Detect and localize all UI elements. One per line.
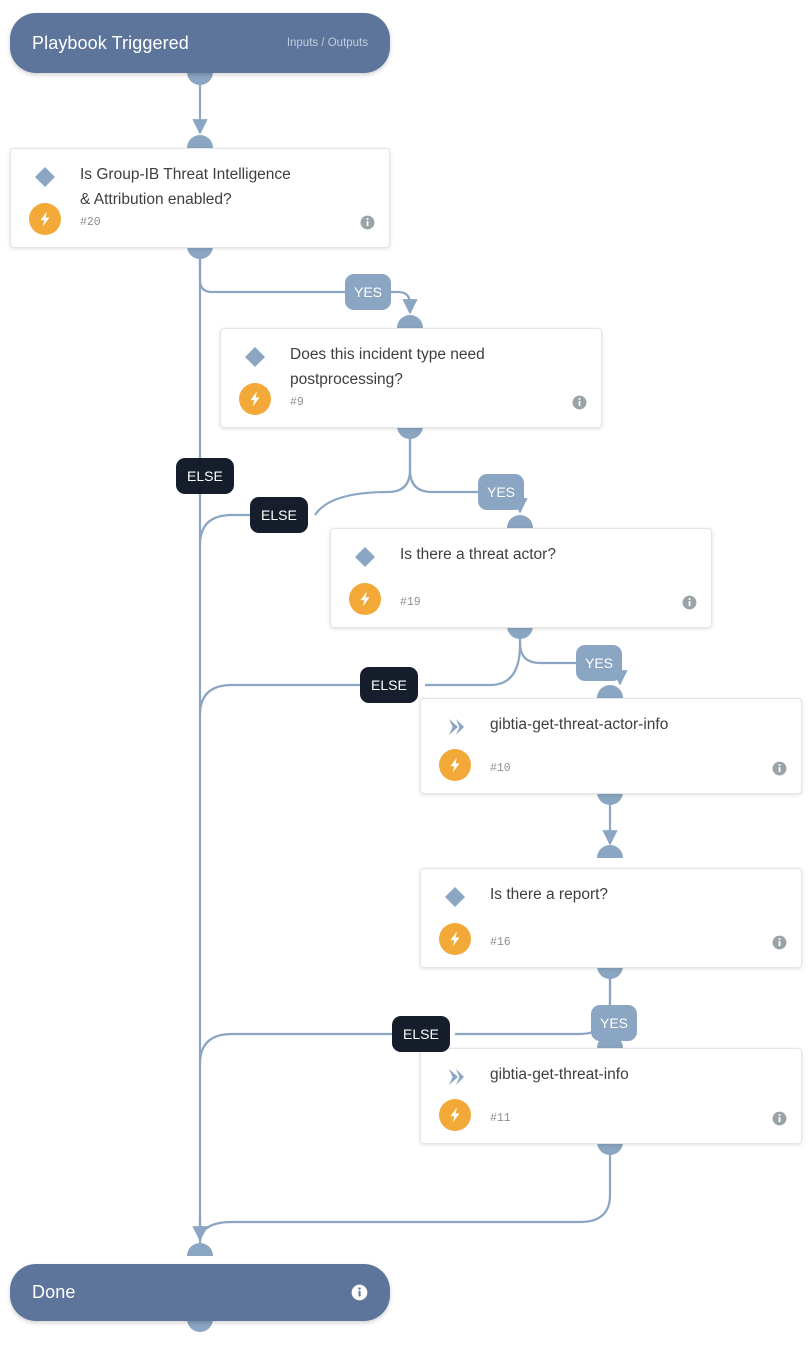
- edge-n16-else-a: [455, 968, 612, 1036]
- port-in-n20[interactable]: [187, 135, 213, 148]
- node-title-line1: Does this incident type need: [290, 346, 485, 363]
- port-in-n10[interactable]: [597, 685, 623, 698]
- info-icon[interactable]: [572, 395, 587, 410]
- diamond-icon: [245, 347, 265, 367]
- branch-label-text: YES: [487, 484, 516, 500]
- node-title: gibtia-get-threat-info: [490, 1062, 767, 1087]
- diamond-icon: [35, 167, 55, 187]
- diamond-icon: [445, 887, 465, 907]
- chevron-right-icon: [449, 1069, 464, 1085]
- lightning-bolt-icon: [29, 203, 61, 235]
- branch-label-yes-n9[interactable]: YES: [478, 474, 525, 510]
- lightning-bolt-icon: [349, 583, 381, 615]
- edge-n9-yes-a: [408, 436, 478, 494]
- node-title-line1: Is there a report?: [490, 886, 609, 903]
- branch-label-text: YES: [585, 655, 614, 671]
- node-title: gibtia-get-threat-actor-info: [490, 712, 767, 737]
- branch-label-else-n16[interactable]: ELSE: [392, 1016, 450, 1052]
- node-title: Is Group-IB Threat Intelligence & Attrib…: [80, 162, 355, 212]
- branch-label-text: ELSE: [187, 468, 223, 484]
- branch-label-else-n19[interactable]: ELSE: [360, 667, 418, 703]
- node-title-line1: Is there a threat actor?: [400, 546, 556, 563]
- node-n19[interactable]: Is there a threat actor? #19: [330, 528, 712, 628]
- branch-label-yes-n19[interactable]: YES: [576, 645, 623, 681]
- node-number: #9: [290, 396, 304, 409]
- port-in-n9[interactable]: [397, 315, 423, 328]
- branch-label-text: YES: [600, 1015, 629, 1031]
- info-icon[interactable]: [351, 1284, 368, 1301]
- info-icon[interactable]: [772, 935, 787, 950]
- node-n10[interactable]: gibtia-get-threat-actor-info #10: [420, 698, 802, 794]
- port-in-n16[interactable]: [597, 845, 623, 858]
- branch-label-text: ELSE: [261, 507, 297, 523]
- branch-label-text: ELSE: [403, 1026, 439, 1042]
- port-in-done[interactable]: [187, 1243, 213, 1256]
- node-number: #20: [80, 216, 101, 229]
- info-icon[interactable]: [682, 595, 697, 610]
- node-title-line1: gibtia-get-threat-info: [490, 1066, 629, 1083]
- port-out-n9[interactable]: [397, 426, 423, 439]
- lightning-bolt-icon: [439, 923, 471, 955]
- node-title-line2: postprocessing?: [290, 371, 403, 388]
- node-number: #10: [490, 762, 511, 775]
- end-node-title: Done: [32, 1282, 76, 1302]
- branch-label-else-n20[interactable]: ELSE: [176, 458, 234, 494]
- node-n20[interactable]: Is Group-IB Threat Intelligence & Attrib…: [10, 148, 390, 248]
- node-title: Is there a report?: [490, 882, 767, 907]
- node-number: #19: [400, 596, 421, 609]
- edge-n16-else-b: [198, 1032, 392, 1065]
- branch-label-yes-n16[interactable]: YES: [591, 1005, 638, 1041]
- info-icon[interactable]: [772, 1111, 787, 1126]
- info-icon[interactable]: [360, 215, 375, 230]
- edge-n19-else-a: [425, 628, 522, 687]
- port-out-n20[interactable]: [187, 246, 213, 259]
- info-icon[interactable]: [772, 761, 787, 776]
- lightning-bolt-icon: [439, 749, 471, 781]
- port-out-start[interactable]: [187, 72, 213, 85]
- node-number: #16: [490, 936, 511, 949]
- node-title-line1: Is Group-IB Threat Intelligence: [80, 166, 291, 183]
- node-title: Does this incident type need postprocess…: [290, 342, 567, 392]
- node-n11[interactable]: gibtia-get-threat-info #11: [420, 1048, 802, 1144]
- lightning-bolt-icon: [239, 383, 271, 415]
- lightning-bolt-icon: [439, 1099, 471, 1131]
- node-number: #11: [490, 1112, 511, 1125]
- node-title-line2: & Attribution enabled?: [80, 191, 232, 208]
- branch-label-else-n9[interactable]: ELSE: [250, 497, 308, 533]
- edge-n20-yes-a: [198, 256, 345, 294]
- node-playbook-triggered[interactable]: Playbook Triggered Inputs / Outputs: [10, 13, 390, 73]
- node-title: Is there a threat actor?: [400, 542, 677, 567]
- node-title-line1: gibtia-get-threat-actor-info: [490, 716, 669, 733]
- diamond-icon: [355, 547, 375, 567]
- node-done[interactable]: Done: [10, 1264, 390, 1321]
- edge-n9-else-a: [314, 436, 412, 516]
- edge-n9-else-b: [198, 513, 250, 546]
- edge-n19-else-b: [198, 683, 360, 716]
- node-n16[interactable]: Is there a report? #16: [420, 868, 802, 968]
- start-node-title: Playbook Triggered: [32, 32, 189, 53]
- node-n9[interactable]: Does this incident type need postprocess…: [220, 328, 602, 428]
- branch-label-yes-n20[interactable]: YES: [345, 274, 392, 310]
- edge-n11-to-done: [198, 1145, 612, 1244]
- chevron-right-icon: [449, 719, 464, 735]
- port-in-n19[interactable]: [507, 515, 533, 528]
- start-node-subtitle[interactable]: Inputs / Outputs: [286, 37, 368, 49]
- branch-label-text: YES: [354, 284, 383, 300]
- branch-label-text: ELSE: [371, 677, 407, 693]
